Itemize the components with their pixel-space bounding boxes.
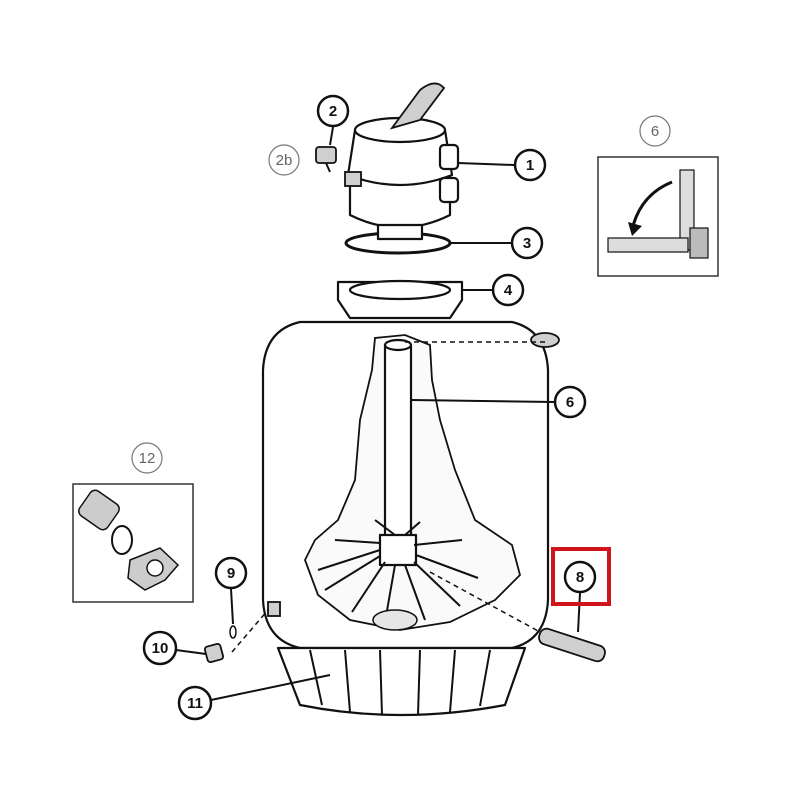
callout-label: 2b — [276, 152, 293, 169]
callout-label: 6 — [651, 123, 659, 140]
valve-handle — [389, 82, 446, 130]
drain-o-ring — [229, 625, 237, 639]
callout-9[interactable]: 9 — [214, 556, 248, 590]
callout-label: 8 — [576, 569, 584, 586]
callout-2[interactable]: 2 — [316, 94, 350, 128]
callout-4[interactable]: 4 — [491, 273, 525, 307]
callout-label: 11 — [187, 695, 203, 712]
lateral-assembly — [317, 338, 479, 631]
multiport-valve — [344, 82, 460, 241]
callout-label: 12 — [139, 450, 156, 467]
callout-6[interactable]: 6 — [553, 385, 587, 419]
callout-10[interactable]: 10 — [142, 630, 178, 666]
guide-lines — [231, 341, 545, 653]
drain-plug — [203, 642, 225, 664]
inset-lateral-rotation — [597, 156, 719, 277]
callout-3[interactable]: 3 — [510, 226, 544, 260]
callout-label: 2 — [329, 103, 337, 120]
inset-12-label[interactable]: 12 — [131, 442, 163, 474]
lateral-part — [538, 627, 606, 663]
leader-lines — [175, 126, 581, 701]
inset-drain-assembly — [72, 483, 194, 603]
callout-label: 4 — [504, 282, 513, 299]
callout-8[interactable]: 8 — [563, 560, 597, 594]
callout-label: 9 — [227, 565, 235, 582]
callout-11[interactable]: 11 — [177, 685, 213, 721]
drain-port — [267, 601, 281, 617]
callout-label: 3 — [523, 235, 531, 252]
callout-2b[interactable]: 2b — [268, 144, 300, 176]
collar — [336, 279, 464, 320]
callout-label: 10 — [152, 640, 169, 657]
inset-6-label[interactable]: 6 — [639, 115, 671, 147]
tank-cap — [530, 332, 560, 348]
callout-label: 6 — [566, 394, 574, 411]
callout-label: 1 — [526, 157, 534, 174]
pressure-gauge — [315, 146, 337, 173]
highlight-box — [551, 547, 611, 606]
callout-1[interactable]: 1 — [513, 148, 547, 182]
tank-base — [267, 601, 527, 717]
